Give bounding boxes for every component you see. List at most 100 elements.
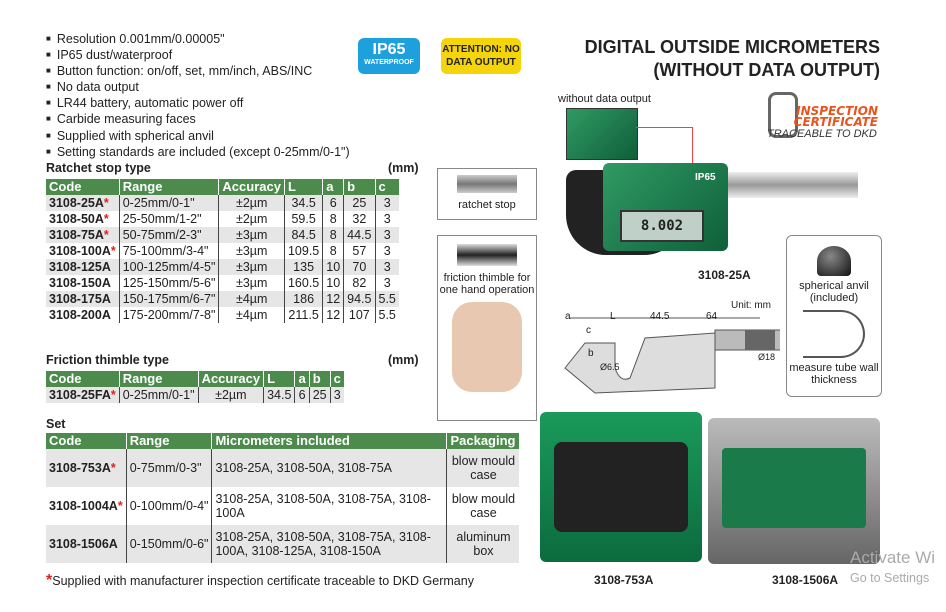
included-cell: 3108-25A, 3108-50A, 3108-75A, 3108-100A [211,487,448,525]
dim-a: a [565,311,571,322]
code-cell: 3108-1506A [46,525,127,563]
friction-caption: friction thimble for one hand operation [439,272,535,296]
feature-item: Supplied with spherical anvil [46,128,350,144]
table-cell: 6 [322,195,345,211]
title-line2: (WITHOUT DATA OUTPUT) [653,60,880,80]
dim-b: b [588,348,594,359]
connector-closeup [566,108,638,160]
column-header: Range [119,179,220,195]
dim-44-5: 44.5 [650,311,670,322]
code-text: 3108-25A [49,196,104,210]
cert-logo-icon [768,92,798,138]
code-text: 3108-50A [49,212,104,226]
code-text: 3108-125A [49,260,111,274]
table-cell: ±3µm [218,259,285,275]
column-header: c [375,179,399,195]
title-line1: DIGITAL OUTSIDE MICROMETERS [584,37,880,57]
hand-photo [452,302,522,392]
table-cell: ±4µm [218,307,285,323]
table-cell: 3 [383,212,391,226]
table-cell: 6 [294,387,310,403]
code-text: 3108-175A [49,292,111,306]
table-cell: 10 [322,275,345,291]
table-cell: 50-75mm/2-3" [119,227,220,243]
table-cell: 12 [322,291,345,307]
table-cell: 160.5 [284,275,324,291]
dim-64: 64 [706,311,718,322]
table-cell: 186 [284,291,324,307]
set2-caption: 3108-1506A [772,573,839,587]
certificate-star: * [103,196,109,210]
dim-c: c [586,325,591,336]
table-cell: 44.5 [343,227,376,243]
ratchet-stop-caption: ratchet stop [458,199,516,211]
set-1506a-case [708,418,880,564]
set-heading: Set [46,417,66,431]
table-cell: 3 [375,259,399,275]
dim-d65: Ø6.5 [600,362,620,372]
set1-caption: 3108-753A [594,573,654,587]
table-cell: ±3µm [218,275,285,291]
go-to-settings-watermark: Go to Settings [850,571,930,585]
column-header: Code [46,433,127,449]
footnote-text: Supplied with manufacturer inspection ce… [52,574,474,588]
table-cell: 8 [322,227,345,243]
code-cell: 3108-200A [46,307,120,323]
code-text: 3108-75A [49,228,104,242]
code-cell: 3108-75A* [46,227,120,243]
range-cell: 0-75mm/0-3" [126,449,213,487]
column-header: a [322,179,345,195]
table-cell: 135 [284,259,324,275]
certificate-star: * [110,461,116,475]
column-header: L [263,371,296,387]
table-cell: 34.5 [263,387,296,403]
code-text: 3108-150A [49,276,111,290]
activate-windows-watermark: Activate Wi [850,548,936,567]
micrometer-ip-label: IP65 [695,172,716,183]
table-cell: ±2µm [218,211,285,227]
table-row: 3108-753A*0-75mm/0-3"3108-25A, 3108-50A,… [46,449,520,487]
code-cell: 3108-25FA* [46,387,120,403]
spherical-anvil-photo [817,246,851,276]
column-header: Range [119,371,199,387]
table-cell: 125-150mm/5-6" [119,275,220,291]
code-text: 3108-1004A [49,499,118,513]
friction-heading: Friction thimble type [46,353,169,367]
feature-item: Resolution 0.001mm/0.00005" [46,31,350,47]
tube-diagram [803,310,865,358]
packaging-cell: aluminum box [446,525,520,563]
code-text: 3108-1506A [49,537,118,551]
table-cell: 3 [375,195,399,211]
table-cell: 10 [322,259,345,275]
table-cell: ±3µm [218,227,285,243]
feature-item: IP65 dust/waterproof [46,47,350,63]
code-cell: 3108-100A* [46,243,120,259]
table-cell: 75-100mm/3-4" [119,243,220,259]
friction-photo [457,244,517,266]
table-cell: 34.5 [284,195,324,211]
friction-unit: (mm) [388,353,419,367]
code-cell: 3108-753A* [46,449,127,487]
certificate-star: * [110,244,116,258]
table-cell: 8 [322,211,345,227]
range-cell: 0-150mm/0-6" [126,525,213,563]
table-cell: 70 [343,259,376,275]
column-header: Accuracy [198,371,265,387]
included-cell: 3108-25A, 3108-50A, 3108-75A, 3108-100A,… [211,525,448,563]
column-header: Packaging [446,433,520,449]
table-cell: 150-175mm/6-7" [119,291,220,307]
column-header: L [284,179,324,195]
set-753a-case [540,412,702,562]
waterproof-label: WATERPROOF [364,59,414,66]
certificate-star: * [110,388,116,402]
table-cell: 25-50mm/1-2" [119,211,220,227]
feature-item: Carbide measuring faces [46,111,350,127]
column-header: Accuracy [218,179,285,195]
tube-caption: measure tube wall thickness [789,362,879,386]
table-cell: 5.5 [375,291,399,307]
